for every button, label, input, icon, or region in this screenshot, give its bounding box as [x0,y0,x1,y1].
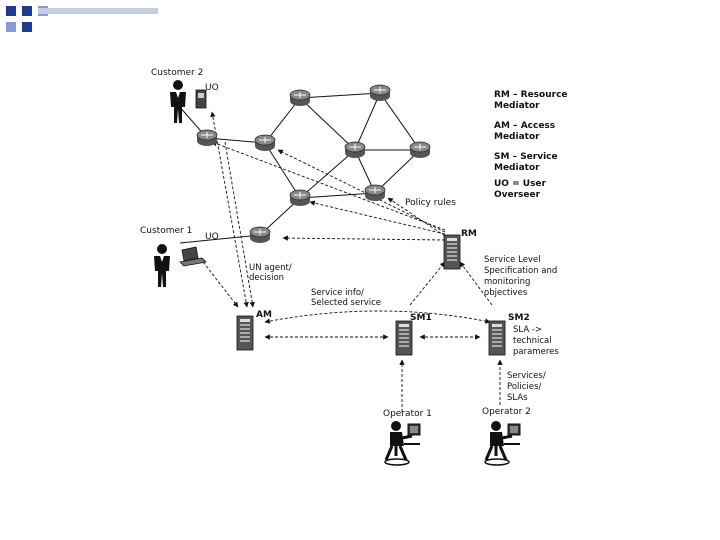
operator-2-icon [483,419,522,467]
legend-rm-line-1: RM – Resource [494,90,568,100]
customer-2-person-icon [170,80,186,123]
legend-am-line-2: Mediator [494,132,540,142]
corner-decoration [6,6,158,32]
router-icon [289,89,311,107]
service-info-line-1: Service info/ [311,288,364,298]
legend-rm-line-2: Mediator [494,101,540,111]
router-icon [409,141,431,159]
router-icon [344,141,366,159]
policy-rules-label: Policy rules [405,198,456,208]
rm-label: RM [461,229,477,239]
service-info-line-2: Selected service [311,298,381,308]
services-policies-line-1: Services/ [507,371,546,381]
router-icon [249,226,271,244]
legend-sm-line-2: Mediator [494,163,540,173]
customer-2-label: Customer 2 [151,68,203,78]
service-info-label: Service info/ Selected service [311,288,381,308]
am-label: AM [256,310,272,320]
rm-server-icon [443,234,461,270]
sla-params-label: SLA -> technical parameres [513,325,559,357]
service-level-line-3: monitoring [484,277,530,287]
operator-1-label: Operator 1 [383,409,432,419]
corner-square-4 [6,22,16,32]
un-agent-line-2: decision [249,273,284,283]
service-level-line-4: objectives [484,288,528,298]
network-links [177,92,421,244]
services-policies-line-2: Policies/ [507,382,541,392]
router-icon [254,134,276,152]
customer-1-label: Customer 1 [140,226,192,236]
sla-params-line-1: SLA -> [513,325,542,335]
customer-2-device-icon [195,89,207,109]
router-nodes [196,84,431,244]
corner-bar [38,8,158,14]
sm1-label: SM1 [410,313,432,323]
legend-uo-line-2: Overseer [494,190,541,200]
control-arrows [199,111,503,412]
legend: RM – Resource Mediator AM – Access Media… [494,90,568,200]
operator-2-label: Operator 2 [482,407,531,417]
legend-am-line-1: AM – Access [494,121,555,131]
router-icon [369,84,391,102]
sla-params-line-3: parameres [513,347,559,357]
uo-customer-1-label: UO [205,232,219,242]
am-server-icon [236,315,254,351]
service-level-line-1: Service Level [484,255,541,265]
sm2-server-icon [488,320,506,356]
router-icon [364,184,386,202]
service-level-label: Service Level Specification and monitori… [484,255,560,298]
services-policies-line-3: SLAs [507,393,528,403]
sm1-server-icon [395,320,413,356]
un-agent-line-1: UN agent/ [249,263,292,273]
corner-square-2 [22,6,32,16]
router-icon [289,189,311,207]
legend-uo-line-1: UO = User [494,179,547,189]
uo-customer-2-label: UO [205,83,219,93]
un-agent-label: UN agent/ decision [249,263,294,283]
legend-sm-line-1: SM – Service [494,152,558,162]
sm2-label: SM2 [508,313,530,323]
corner-square-1 [6,6,16,16]
customer-1-person-icon [154,244,170,287]
service-level-line-2: Specification and [484,266,557,276]
customer-1-laptop-icon [179,246,207,267]
services-policies-label: Services/ Policies/ SLAs [507,371,548,403]
sla-params-line-2: technical [513,336,552,346]
router-icon [196,129,218,147]
corner-square-3 [22,22,32,32]
operator-1-icon [383,419,422,467]
